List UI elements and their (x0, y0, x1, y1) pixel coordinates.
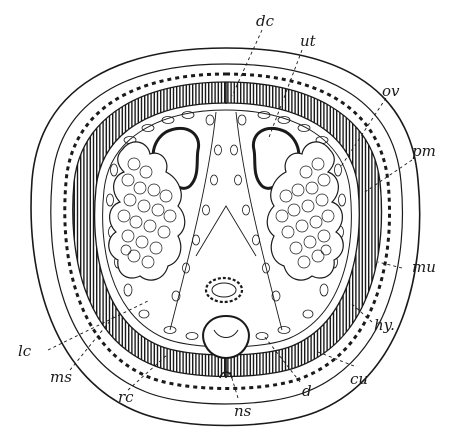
label-dc: dc (256, 12, 275, 30)
label-lc: lc (18, 342, 32, 360)
label-hy: hy. (374, 316, 395, 334)
label-ov: ov (382, 82, 400, 100)
label-ns: ns (234, 402, 252, 420)
label-mu: mu (412, 258, 436, 276)
label-pm: pm (412, 142, 436, 160)
label-rc: rc (118, 388, 134, 406)
label-cu: cu (350, 370, 368, 388)
label-ms: ms (50, 368, 72, 386)
intestine (206, 278, 242, 302)
label-d: d (302, 382, 312, 400)
label-ut: ut (300, 32, 317, 50)
